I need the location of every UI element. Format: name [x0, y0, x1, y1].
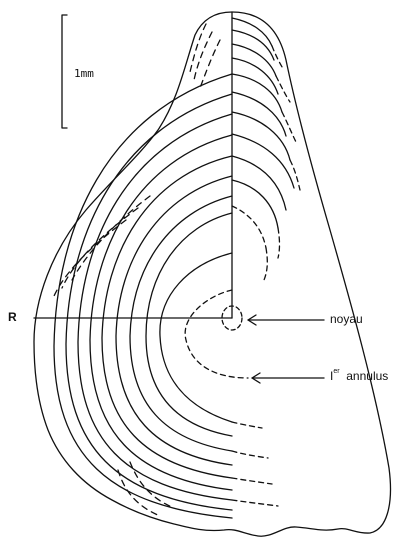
nucleus-arrow	[248, 315, 324, 325]
growth-rings-lower-dashed	[232, 422, 278, 506]
annulus-label: Ier annulus	[330, 370, 388, 382]
annulus-sup: er	[333, 368, 339, 375]
growth-rings-left	[54, 74, 232, 518]
otolith-outline	[34, 12, 390, 536]
nucleus-label: noyau	[330, 313, 363, 325]
first-annulus	[185, 290, 248, 378]
growth-rings-right-dashed	[232, 46, 300, 280]
annulus-arrow	[252, 373, 324, 383]
scale-label: 1mm	[74, 68, 94, 79]
radius-label: R	[8, 311, 17, 323]
growth-rings-right	[232, 18, 294, 228]
annulus-word: annulus	[346, 369, 388, 383]
growth-rings-left-dashed	[54, 24, 220, 516]
scale-bar	[62, 15, 67, 128]
